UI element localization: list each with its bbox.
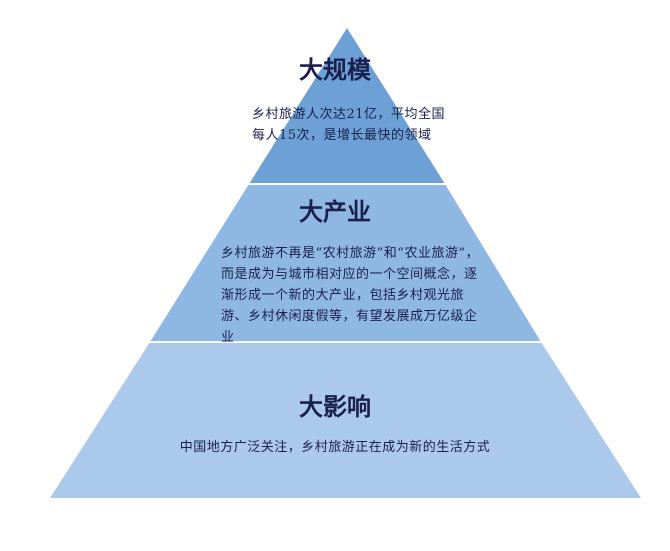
tier-title-middle: 大产业: [299, 198, 371, 226]
pyramid-tier-top: [249, 28, 445, 184]
tier-title-bottom: 大影响: [299, 393, 371, 421]
pyramid-tier-middle: [150, 184, 541, 342]
tier-description-middle: 乡村旅游不再是“农村旅游”和“农业旅游”，而是成为与城市相对应的一个空间概念，逐…: [221, 246, 480, 345]
tier-description-top: 乡村旅游人次达21亿，平均全国每人15次，是增长最快的领域: [252, 107, 446, 143]
tier-title-top: 大规模: [299, 56, 371, 84]
tier-description-bottom: 中国地方广泛关注，乡村旅游正在成为新的生活方式: [179, 440, 491, 455]
pyramid-tier-bottom: [50, 342, 641, 498]
